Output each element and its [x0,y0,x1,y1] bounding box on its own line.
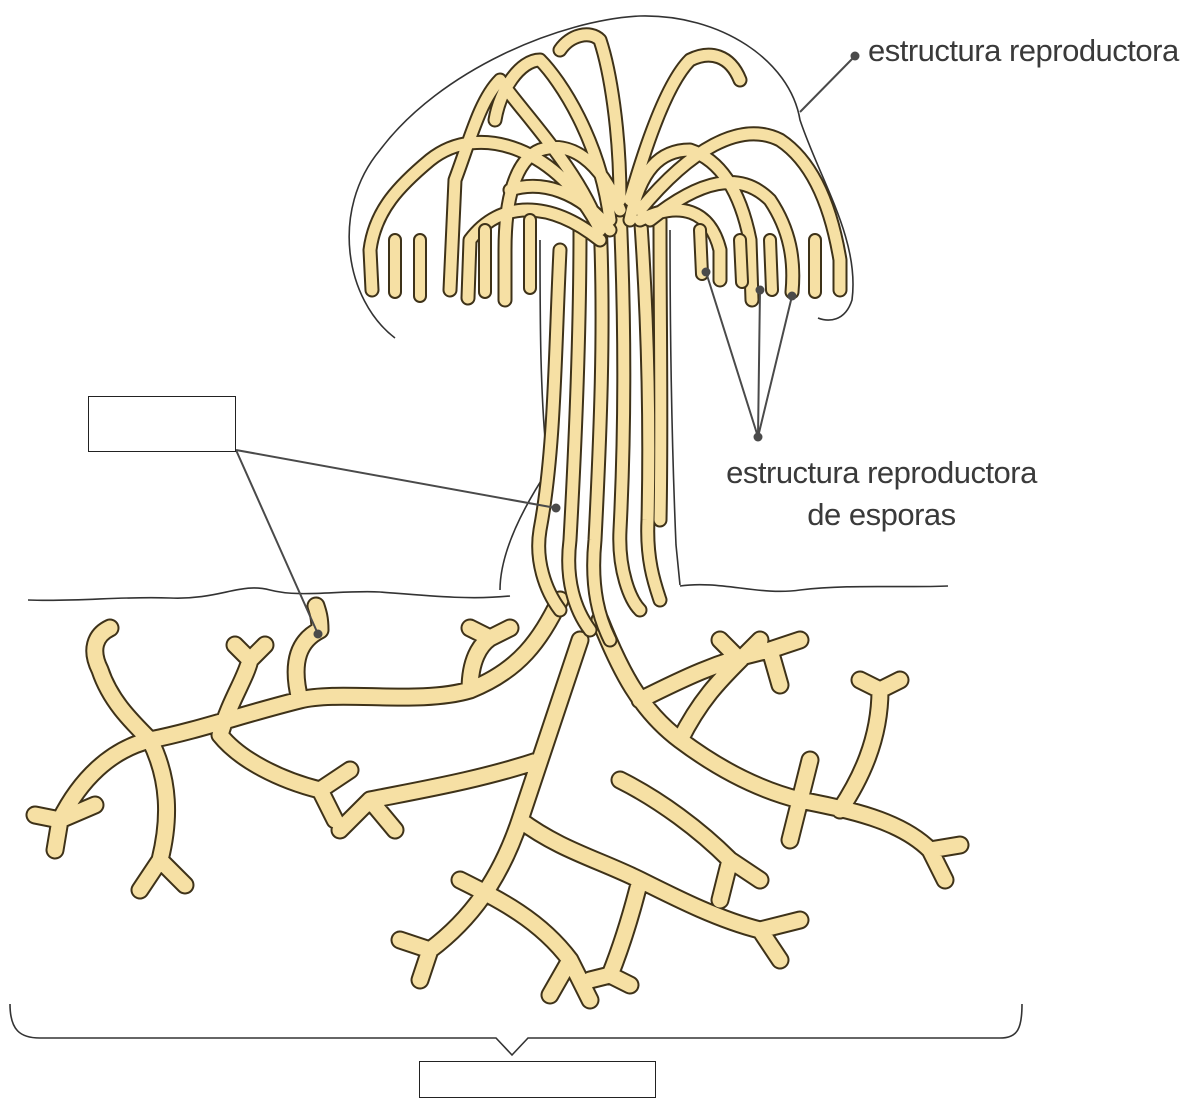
pointer-lines [235,55,856,635]
spore-structure-label-line2: de esporas [807,497,956,532]
cap-hyphae [362,27,848,308]
soil-surface-line [27,583,949,602]
mycelium-bracket [9,1003,1023,1057]
pointer-dots [313,51,860,639]
pointer-dot [850,51,860,61]
spore-structure-label-line1: estructura reproductora [726,455,1037,490]
spore-structure-label: estructura reproductora de esporas [719,452,1044,536]
pointer-dot [313,629,323,639]
mycelium-network [25,590,970,1010]
pointer-dot [551,503,561,513]
pointer-dot [701,267,711,277]
pointer-dot [755,285,765,295]
pointer-dot [753,432,763,442]
stipe-hyphae [531,202,669,648]
hyphae-answer-box[interactable] [88,396,236,452]
reproductive-structure-label: estructura reproductora [868,33,1179,68]
mycelium-answer-box[interactable] [419,1061,656,1098]
pointer-dot [787,291,797,301]
